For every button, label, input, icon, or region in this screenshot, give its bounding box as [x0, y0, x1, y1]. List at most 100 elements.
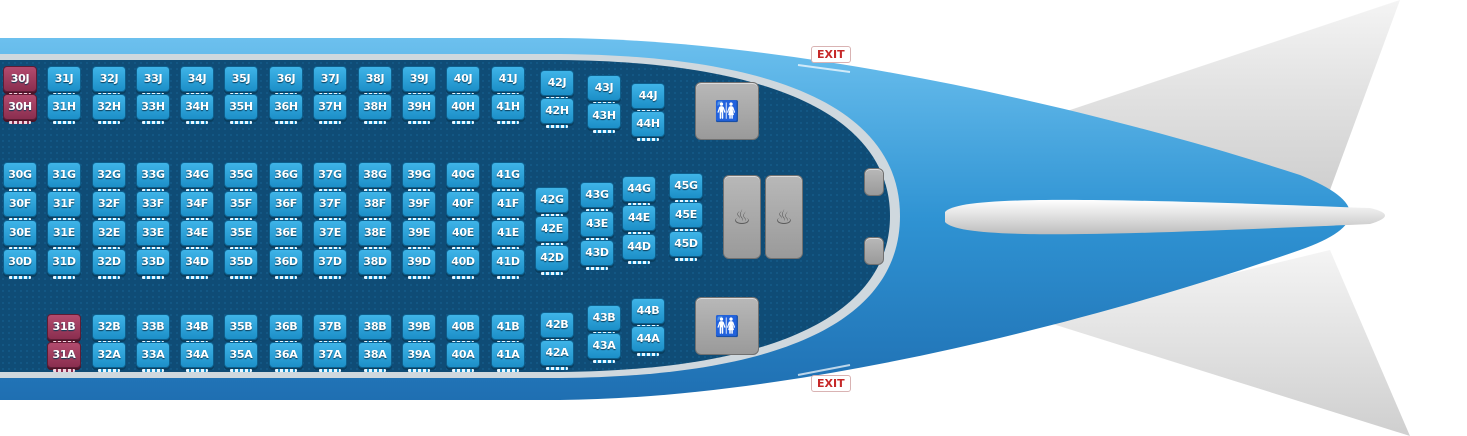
seat-38J[interactable]: 38J — [358, 66, 392, 96]
seat-42J[interactable]: 42J — [540, 70, 574, 100]
seat-45G[interactable]: 45G — [669, 173, 703, 203]
seat-31F[interactable]: 31F — [47, 191, 81, 221]
seat-39B[interactable]: 39B — [402, 314, 436, 344]
seat-30J[interactable]: 30J — [3, 66, 37, 96]
seat-44D[interactable]: 44D — [622, 234, 656, 264]
seat-41B[interactable]: 41B — [491, 314, 525, 344]
seat-32A[interactable]: 32A — [92, 342, 126, 372]
seat-40B[interactable]: 40B — [446, 314, 480, 344]
seat-34G[interactable]: 34G — [180, 162, 214, 192]
seat-31J[interactable]: 31J — [47, 66, 81, 96]
seat-34J[interactable]: 34J — [180, 66, 214, 96]
seat-41D[interactable]: 41D — [491, 249, 525, 279]
seat-31H[interactable]: 31H — [47, 94, 81, 124]
seat-32D[interactable]: 32D — [92, 249, 126, 279]
seat-43J[interactable]: 43J — [587, 75, 621, 105]
seat-35D[interactable]: 35D — [224, 249, 258, 279]
seat-42E[interactable]: 42E — [535, 216, 569, 246]
seat-31D[interactable]: 31D — [47, 249, 81, 279]
seat-38E[interactable]: 38E — [358, 220, 392, 250]
seat-38B[interactable]: 38B — [358, 314, 392, 344]
seat-38H[interactable]: 38H — [358, 94, 392, 124]
seat-30F[interactable]: 30F — [3, 191, 37, 221]
seat-34F[interactable]: 34F — [180, 191, 214, 221]
seat-32J[interactable]: 32J — [92, 66, 126, 96]
seat-40F[interactable]: 40F — [446, 191, 480, 221]
seat-35J[interactable]: 35J — [224, 66, 258, 96]
seat-30D[interactable]: 30D — [3, 249, 37, 279]
seat-36F[interactable]: 36F — [269, 191, 303, 221]
seat-40D[interactable]: 40D — [446, 249, 480, 279]
seat-37F[interactable]: 37F — [313, 191, 347, 221]
seat-32H[interactable]: 32H — [92, 94, 126, 124]
seat-33G[interactable]: 33G — [136, 162, 170, 192]
seat-40E[interactable]: 40E — [446, 220, 480, 250]
seat-35H[interactable]: 35H — [224, 94, 258, 124]
seat-35B[interactable]: 35B — [224, 314, 258, 344]
seat-37H[interactable]: 37H — [313, 94, 347, 124]
seat-33H[interactable]: 33H — [136, 94, 170, 124]
seat-39G[interactable]: 39G — [402, 162, 436, 192]
seat-42H[interactable]: 42H — [540, 98, 574, 128]
seat-35A[interactable]: 35A — [224, 342, 258, 372]
seat-37J[interactable]: 37J — [313, 66, 347, 96]
seat-41F[interactable]: 41F — [491, 191, 525, 221]
seat-33J[interactable]: 33J — [136, 66, 170, 96]
seat-35E[interactable]: 35E — [224, 220, 258, 250]
seat-43H[interactable]: 43H — [587, 103, 621, 133]
seat-39D[interactable]: 39D — [402, 249, 436, 279]
seat-33B[interactable]: 33B — [136, 314, 170, 344]
seat-31A[interactable]: 31A — [47, 342, 81, 372]
seat-33E[interactable]: 33E — [136, 220, 170, 250]
seat-41E[interactable]: 41E — [491, 220, 525, 250]
seat-44A[interactable]: 44A — [631, 326, 665, 356]
seat-38A[interactable]: 38A — [358, 342, 392, 372]
seat-31E[interactable]: 31E — [47, 220, 81, 250]
seat-37B[interactable]: 37B — [313, 314, 347, 344]
seat-32E[interactable]: 32E — [92, 220, 126, 250]
seat-38G[interactable]: 38G — [358, 162, 392, 192]
seat-30E[interactable]: 30E — [3, 220, 37, 250]
seat-41G[interactable]: 41G — [491, 162, 525, 192]
seat-45D[interactable]: 45D — [669, 231, 703, 261]
seat-44J[interactable]: 44J — [631, 83, 665, 113]
seat-37G[interactable]: 37G — [313, 162, 347, 192]
seat-37D[interactable]: 37D — [313, 249, 347, 279]
seat-33A[interactable]: 33A — [136, 342, 170, 372]
seat-31G[interactable]: 31G — [47, 162, 81, 192]
seat-35F[interactable]: 35F — [224, 191, 258, 221]
seat-45E[interactable]: 45E — [669, 202, 703, 232]
seat-41J[interactable]: 41J — [491, 66, 525, 96]
seat-30H[interactable]: 30H — [3, 94, 37, 124]
seat-44H[interactable]: 44H — [631, 111, 665, 141]
seat-42A[interactable]: 42A — [540, 340, 574, 370]
seat-44G[interactable]: 44G — [622, 176, 656, 206]
seat-42D[interactable]: 42D — [535, 245, 569, 275]
seat-36A[interactable]: 36A — [269, 342, 303, 372]
seat-39A[interactable]: 39A — [402, 342, 436, 372]
seat-34B[interactable]: 34B — [180, 314, 214, 344]
seat-36D[interactable]: 36D — [269, 249, 303, 279]
seat-43G[interactable]: 43G — [580, 182, 614, 212]
seat-40H[interactable]: 40H — [446, 94, 480, 124]
seat-31B[interactable]: 31B — [47, 314, 81, 344]
seat-35G[interactable]: 35G — [224, 162, 258, 192]
seat-38F[interactable]: 38F — [358, 191, 392, 221]
seat-36B[interactable]: 36B — [269, 314, 303, 344]
seat-40G[interactable]: 40G — [446, 162, 480, 192]
seat-44E[interactable]: 44E — [622, 205, 656, 235]
seat-36J[interactable]: 36J — [269, 66, 303, 96]
seat-37A[interactable]: 37A — [313, 342, 347, 372]
seat-43D[interactable]: 43D — [580, 240, 614, 270]
seat-37E[interactable]: 37E — [313, 220, 347, 250]
seat-32F[interactable]: 32F — [92, 191, 126, 221]
seat-44B[interactable]: 44B — [631, 298, 665, 328]
seat-39F[interactable]: 39F — [402, 191, 436, 221]
seat-43A[interactable]: 43A — [587, 333, 621, 363]
seat-43B[interactable]: 43B — [587, 305, 621, 335]
seat-41H[interactable]: 41H — [491, 94, 525, 124]
seat-41A[interactable]: 41A — [491, 342, 525, 372]
seat-34A[interactable]: 34A — [180, 342, 214, 372]
seat-30G[interactable]: 30G — [3, 162, 37, 192]
seat-33F[interactable]: 33F — [136, 191, 170, 221]
